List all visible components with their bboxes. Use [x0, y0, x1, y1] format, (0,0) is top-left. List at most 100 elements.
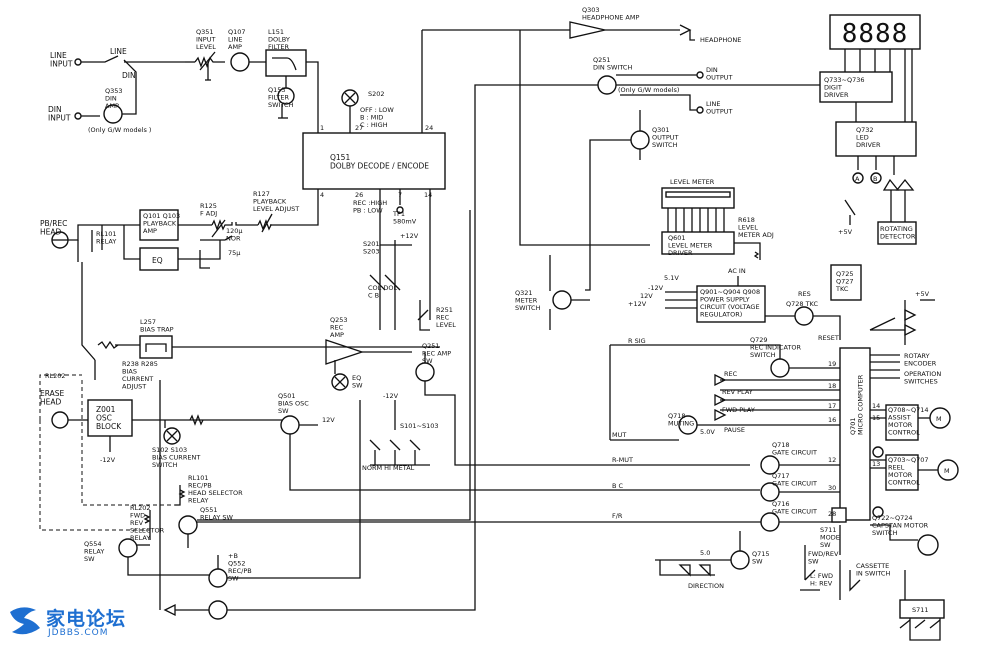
q552-rec-pb-sw — [208, 568, 228, 588]
plus5-label: +5V — [838, 228, 853, 236]
logo-url: JDBBS.COM — [48, 628, 109, 638]
v50b-label: 5.0 — [700, 549, 710, 557]
q253-rec-amp — [325, 339, 365, 365]
q107-line-amp — [230, 52, 250, 72]
playback-section — [51, 209, 273, 271]
node-b-2 — [872, 506, 884, 518]
q729-rec-indicator — [770, 358, 790, 378]
75us-label: 75μ — [228, 249, 240, 257]
erase-section — [39, 374, 760, 531]
pin15: 15 — [872, 414, 880, 422]
v50-label: 5.0V — [700, 428, 715, 436]
v12a-label: +12V — [400, 232, 419, 240]
power-section — [665, 264, 862, 340]
z001-osc-block — [87, 399, 133, 437]
q716-gate — [760, 512, 780, 532]
input-section — [74, 49, 332, 139]
pin24: 24 — [425, 124, 433, 132]
q733-digit-driver — [819, 71, 893, 103]
q251-rec-amp-switch — [415, 362, 435, 382]
l151-dolby-filter — [265, 49, 307, 77]
capstan-motor — [917, 534, 939, 556]
display-section: 8888 — [819, 14, 921, 245]
logo-name: 家电论坛 — [46, 608, 127, 630]
erase-head — [51, 411, 69, 429]
rev-play-label: REV PLAY — [722, 388, 753, 396]
pin27: 27 — [355, 124, 363, 132]
node-a-label: A — [855, 175, 860, 183]
m12b-label: -12V — [383, 392, 399, 400]
m12a-label: -12V — [100, 456, 116, 464]
q728-tkc — [794, 306, 814, 326]
led-display — [829, 14, 921, 50]
res-label: RES — [798, 290, 811, 298]
pin14b: 14 — [872, 402, 880, 410]
pin30: 30 — [828, 484, 836, 492]
ac-in-label: AC IN — [728, 267, 746, 275]
q708-assist-motor — [885, 404, 919, 441]
rotating-detector — [877, 221, 917, 245]
s101-label: S101~S103 — [400, 422, 439, 430]
v12c-label: 12V — [640, 292, 653, 300]
only-gw-2-label: (Only G/W models) — [618, 86, 679, 94]
q732-led-driver — [835, 121, 917, 157]
pin18: 18 — [828, 382, 836, 390]
rl202a-label: RL202 — [45, 372, 66, 380]
node-a — [852, 172, 864, 184]
q551-relay-sw — [178, 515, 198, 535]
eq-label: EQ — [152, 256, 163, 265]
l257-bias-trap — [139, 335, 173, 359]
site-logo: 家电论坛 JDBBS.COM — [6, 602, 136, 644]
norm-hi-metal-label: NORM HI METAL — [362, 464, 415, 472]
tape-switch-section — [369, 400, 430, 466]
logo-mark-icon — [10, 607, 40, 635]
q715-sw — [730, 550, 750, 570]
q703-reel-motor — [885, 454, 919, 491]
pin12: 12 — [828, 456, 836, 464]
node-b — [870, 172, 882, 184]
reel-motor-label: M — [944, 467, 950, 475]
q701-micro-computer — [839, 347, 871, 521]
relay-section — [118, 84, 830, 620]
reset-label: RESET — [818, 334, 839, 342]
q251-din-switch — [597, 75, 617, 95]
pin16: 16 — [828, 416, 836, 424]
